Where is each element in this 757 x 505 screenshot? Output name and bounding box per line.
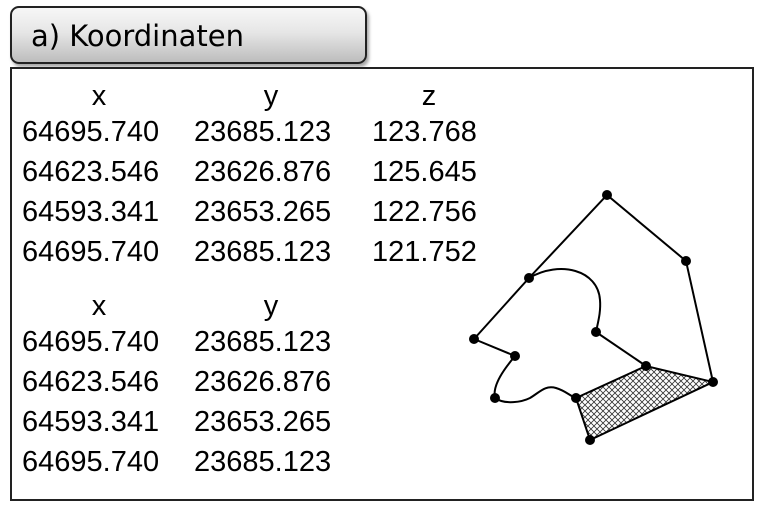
boundary-line (595, 331, 647, 367)
section-title: a) Koordinaten (31, 19, 244, 53)
boundary-line (473, 338, 516, 357)
x-value: 64695.740 (22, 116, 160, 148)
y-value: 23685.123 (194, 446, 332, 478)
z-value: 123.768 (372, 116, 477, 148)
coordinate-table-xy: x y 64695.740 23685.123 64623.546 23626.… (20, 286, 360, 486)
column-header-x: x (91, 80, 107, 112)
y-value: 23653.265 (194, 196, 332, 228)
y-value: 23626.876 (194, 156, 332, 188)
coordinate-table-xyz: x y z 64695.740 23685.123 123.768 64623.… (20, 76, 500, 276)
survey-point (510, 351, 520, 361)
x-value: 64695.740 (22, 446, 160, 478)
outer-boundary-line (528, 193, 714, 383)
survey-point (641, 361, 651, 371)
survey-point (591, 327, 601, 337)
survey-point (708, 377, 718, 387)
survey-point (469, 334, 479, 344)
x-value: 64695.740 (22, 236, 160, 268)
boundary-arc (528, 268, 602, 333)
boundary-line (473, 277, 530, 340)
survey-point (585, 435, 595, 445)
x-value: 64623.546 (22, 156, 160, 188)
x-value: 64593.341 (22, 406, 160, 438)
column-header-y: y (263, 80, 279, 112)
y-value: 23626.876 (194, 366, 332, 398)
survey-point (602, 190, 612, 200)
column-header-z: z (421, 80, 437, 112)
section-tab[interactable]: a) Koordinaten (10, 6, 367, 64)
survey-point (681, 256, 691, 266)
y-value: 23653.265 (194, 406, 332, 438)
coordinates-panel (10, 67, 754, 501)
x-value: 64623.546 (22, 366, 160, 398)
hatched-area (574, 364, 717, 442)
survey-point (524, 273, 534, 283)
column-header-x: x (91, 290, 107, 322)
survey-point (490, 393, 500, 403)
x-value: 64593.341 (22, 196, 160, 228)
y-value: 23685.123 (194, 116, 332, 148)
survey-point (571, 393, 581, 403)
z-value: 125.645 (372, 156, 477, 188)
survey-points (469, 190, 718, 445)
z-value: 122.756 (372, 196, 477, 228)
boundary-curve (493, 355, 577, 404)
z-value: 121.752 (372, 236, 477, 268)
y-value: 23685.123 (194, 236, 332, 268)
x-value: 64695.740 (22, 326, 160, 358)
geometry-diagram (469, 190, 718, 445)
column-header-y: y (263, 290, 279, 322)
y-value: 23685.123 (194, 326, 332, 358)
